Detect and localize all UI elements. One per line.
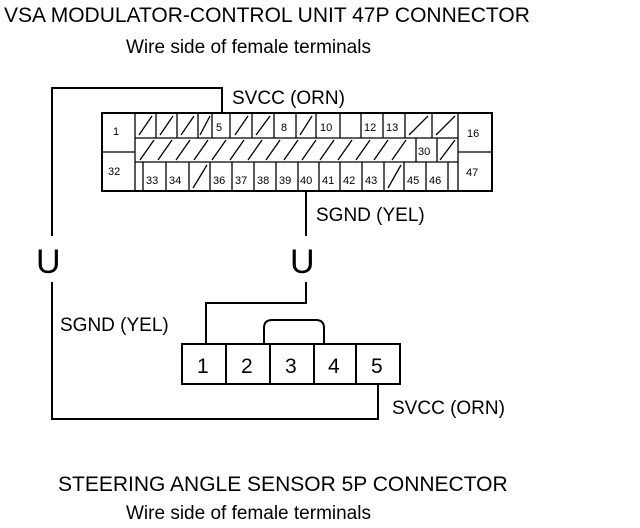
bottom-connector-title: STEERING ANGLE SENSOR 5P CONNECTOR [58,473,508,496]
pin-38: 38 [257,175,269,187]
pin-45: 45 [407,175,419,187]
sensor-pin-5: 5 [371,355,383,378]
pin-10: 10 [320,122,332,134]
top-connector-title: VSA MODULATOR-CONTROL UNIT 47P CONNECTOR [4,4,530,27]
svcc-bottom-label: SVCC (ORN) [392,398,505,419]
pin-37: 37 [235,175,247,187]
row3-cells [142,162,449,191]
row2-cells [139,138,456,162]
pin-12: 12 [364,122,376,134]
steering-sensor-5p-connector: 1 2 3 4 5 [181,319,401,385]
row1-cells [138,113,456,138]
sensor-pin-2: 2 [241,355,253,378]
pin-5: 5 [216,122,222,134]
bottom-connector-subtitle: Wire side of female terminals [126,503,371,524]
pin-33: 33 [146,175,158,187]
pin-36: 36 [213,175,225,187]
pin-1: 1 [113,126,119,138]
svcc-wire [51,87,379,420]
junction-symbol-right: U [290,243,315,281]
svcc-top-label: SVCC (ORN) [232,88,345,109]
pin-43: 43 [365,175,377,187]
pin-13: 13 [386,122,398,134]
pin-40: 40 [300,175,312,187]
sensor-pin-4: 4 [328,355,340,378]
pin-16: 16 [467,128,479,140]
sgnd-wire [205,191,307,344]
pin-8: 8 [281,122,287,134]
top-connector-subtitle: Wire side of female terminals [126,37,371,58]
junction-symbol-left: U [36,243,61,281]
sensor-pin-1: 1 [197,355,209,378]
sgnd-top-label: SGND (YEL) [316,205,425,226]
pin-34: 34 [169,175,181,187]
pin-42: 42 [343,175,355,187]
pin-30: 30 [418,146,430,158]
pin-41: 41 [322,175,334,187]
pin-32: 32 [108,166,120,178]
vsa-47p-connector: 1 5 8 10 12 13 16 30 32 33 34 36 37 38 3… [101,112,493,192]
pin-39: 39 [279,175,291,187]
pin-46: 46 [429,175,441,187]
sgnd-bottom-label: SGND (YEL) [60,315,169,336]
pin-47: 47 [466,167,478,179]
sensor-pin-3: 3 [285,355,297,378]
